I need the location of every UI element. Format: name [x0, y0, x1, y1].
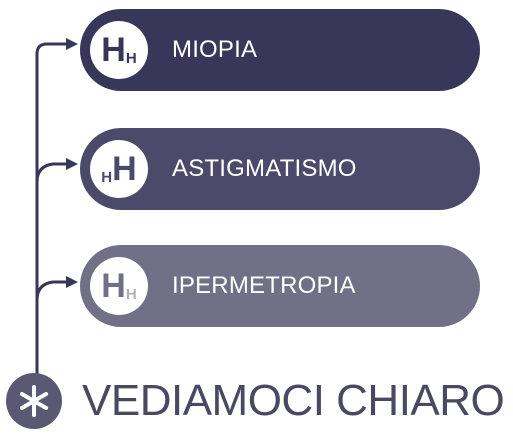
arrowhead-2 [66, 158, 78, 170]
icon-big-letter: H [101, 267, 126, 305]
asterisk-icon [6, 373, 62, 429]
icon-big-letter: H [112, 150, 137, 188]
connector-trunk [35, 42, 66, 376]
asterisk-glyph [19, 385, 49, 417]
miopia-label: MIOPIA [172, 36, 258, 63]
arrowhead-3 [66, 276, 78, 288]
connector-branch-3 [35, 280, 66, 301]
icon-big-letter: H [101, 31, 126, 69]
arrowhead-1 [66, 38, 78, 50]
brand-footer: VEDIAMOCI CHIARO [6, 373, 505, 429]
icon-small-letter: H [101, 168, 113, 186]
connector-branch-2 [35, 162, 66, 183]
brand-title: VEDIAMOCI CHIARO [82, 376, 505, 425]
icon-small-letter: H [125, 49, 137, 67]
icon-small-letter: H [125, 285, 137, 303]
ipermetropia-label: IPERMETROPIA [172, 272, 356, 299]
astigmatismo-label: ASTIGMATISMO [172, 155, 357, 182]
